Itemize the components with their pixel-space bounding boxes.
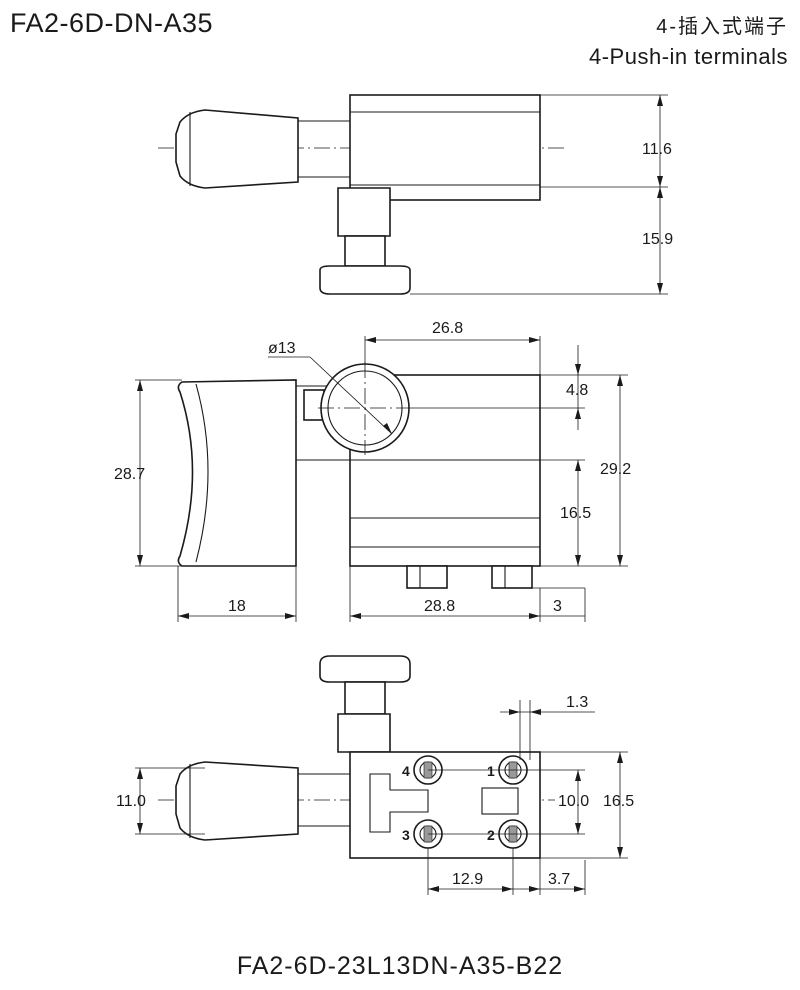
dim-bottom-terminal-pitch-h: 12.9 [452, 871, 483, 888]
terminal-label-3: 3 [402, 827, 410, 843]
terminal-note-chinese: 4-插入式端子 [656, 16, 788, 38]
dim-front-trigger-width: 18 [228, 598, 246, 615]
dim-front-base-width: 28.8 [424, 598, 455, 615]
top-view-trigger [175, 109, 299, 189]
front-view-trigger [177, 379, 297, 567]
top-view: 11.6 15.9 [158, 94, 673, 295]
terminal-note-english: 4-Push-in terminals [588, 44, 788, 69]
top-view-lock-button [319, 265, 411, 295]
top-view-lock-stem [337, 187, 391, 237]
dim-bottom-edge: 1.3 [566, 694, 588, 711]
terminal-label-1: 1 [487, 763, 495, 779]
front-view: 26.8 ø13 4.8 29.2 16.5 28.7 18 2 [114, 320, 631, 622]
terminal-label-2: 2 [487, 827, 495, 843]
dim-top-upper: 11.6 [642, 141, 672, 158]
dim-bottom-edge-offset: 3.7 [548, 871, 570, 888]
dim-front-offset: 4.8 [566, 382, 588, 399]
dim-front-body-width: 26.8 [432, 320, 463, 337]
dim-front-foot: 3 [553, 598, 562, 615]
model-title: FA2-6D-DN-A35 [10, 8, 214, 38]
dim-bottom-trigger-height: 11.0 [116, 793, 146, 810]
part-number: FA2-6D-23L13DN-A35-B22 [236, 952, 564, 980]
dim-top-lower: 15.9 [642, 231, 673, 248]
dim-bottom-body-height: 16.5 [603, 793, 634, 810]
top-view-body [349, 94, 541, 201]
dim-front-diameter: ø13 [268, 340, 296, 357]
bottom-view-slot-left [369, 773, 429, 833]
dim-front-trigger-height: 28.7 [114, 466, 145, 483]
dim-bottom-terminal-pitch-v: 10.0 [558, 793, 589, 810]
bottom-view-lock-stem [337, 713, 391, 753]
terminal-label-4: 4 [402, 763, 410, 779]
bottom-view-slot-right [481, 787, 519, 815]
dim-front-body-height: 16.5 [560, 505, 591, 522]
bottom-view-trigger [175, 761, 299, 841]
bottom-view: 4 1 3 2 1.3 [116, 655, 634, 895]
dim-front-total-height: 29.2 [600, 461, 631, 478]
bottom-view-lock-button [319, 655, 411, 683]
